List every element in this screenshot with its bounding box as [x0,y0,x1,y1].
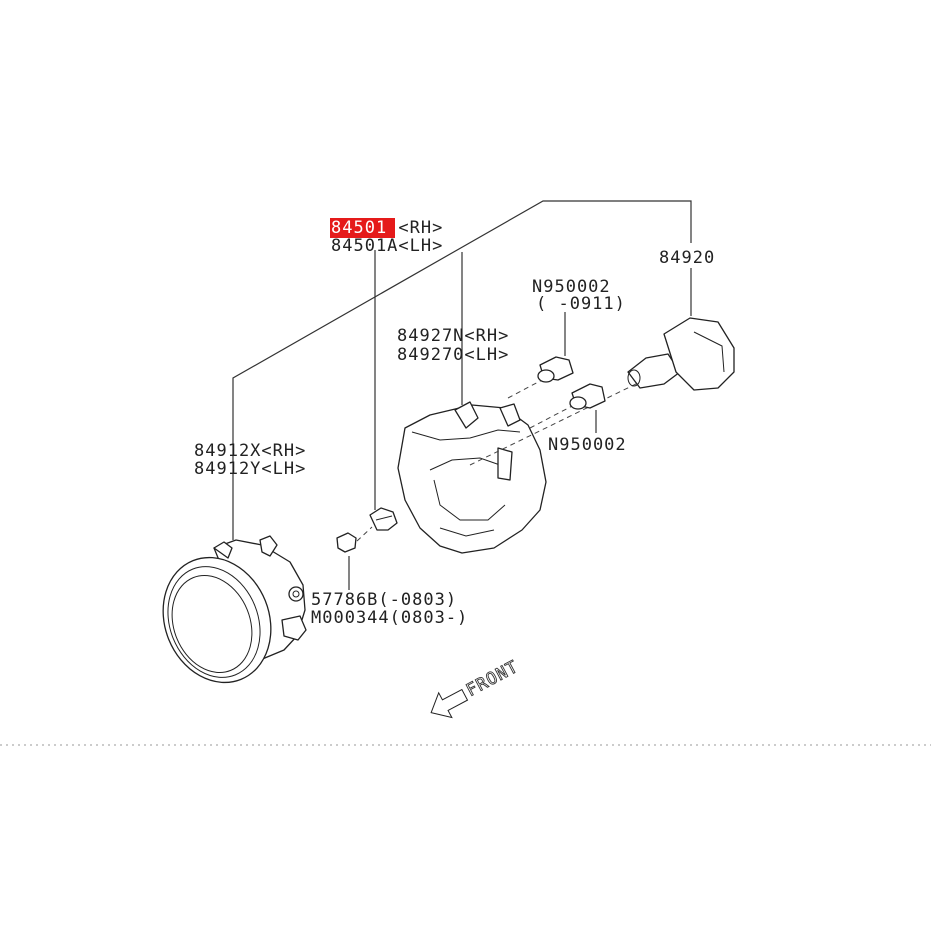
halogen-bulb [627,317,735,391]
label-n950002-top-range: ( -0911) [536,294,626,314]
arrow-left-icon [430,688,469,719]
label-84920[interactable]: 84920 [659,248,715,268]
label-84501a[interactable]: 84501A<LH> [331,236,443,256]
label-84927o[interactable]: 849270<LH> [397,345,509,365]
front-label: FRONT [463,657,522,701]
front-direction-indicator: FRONT [430,656,522,719]
highlight-84501 [330,218,395,238]
callout-labels: 84501 <RH> 84501A<LH> 84920 N950002 ( -0… [194,218,715,628]
retaining-nuts [537,356,606,410]
label-84927n[interactable]: 84927N<RH> [397,326,509,346]
lamp-bracket [397,379,641,554]
clip-and-screw [336,507,398,553]
label-84912x[interactable]: 84912X<RH> [194,441,306,461]
label-57786b[interactable]: 57786B(-0803) [311,590,457,610]
label-84501-suffix: <RH> [387,218,443,238]
fog-lamp-assembly [162,535,307,684]
label-84501[interactable]: 84501 [331,218,387,238]
label-n950002-side[interactable]: N950002 [548,435,627,455]
leader-lines [232,200,692,590]
label-n950002-top[interactable]: N950002 [532,277,611,297]
label-84912y[interactable]: 84912Y<LH> [194,459,306,479]
svg-text:84501 <RH>: 84501 <RH> [331,218,443,238]
label-m000344[interactable]: M000344(0803-) [311,608,468,628]
